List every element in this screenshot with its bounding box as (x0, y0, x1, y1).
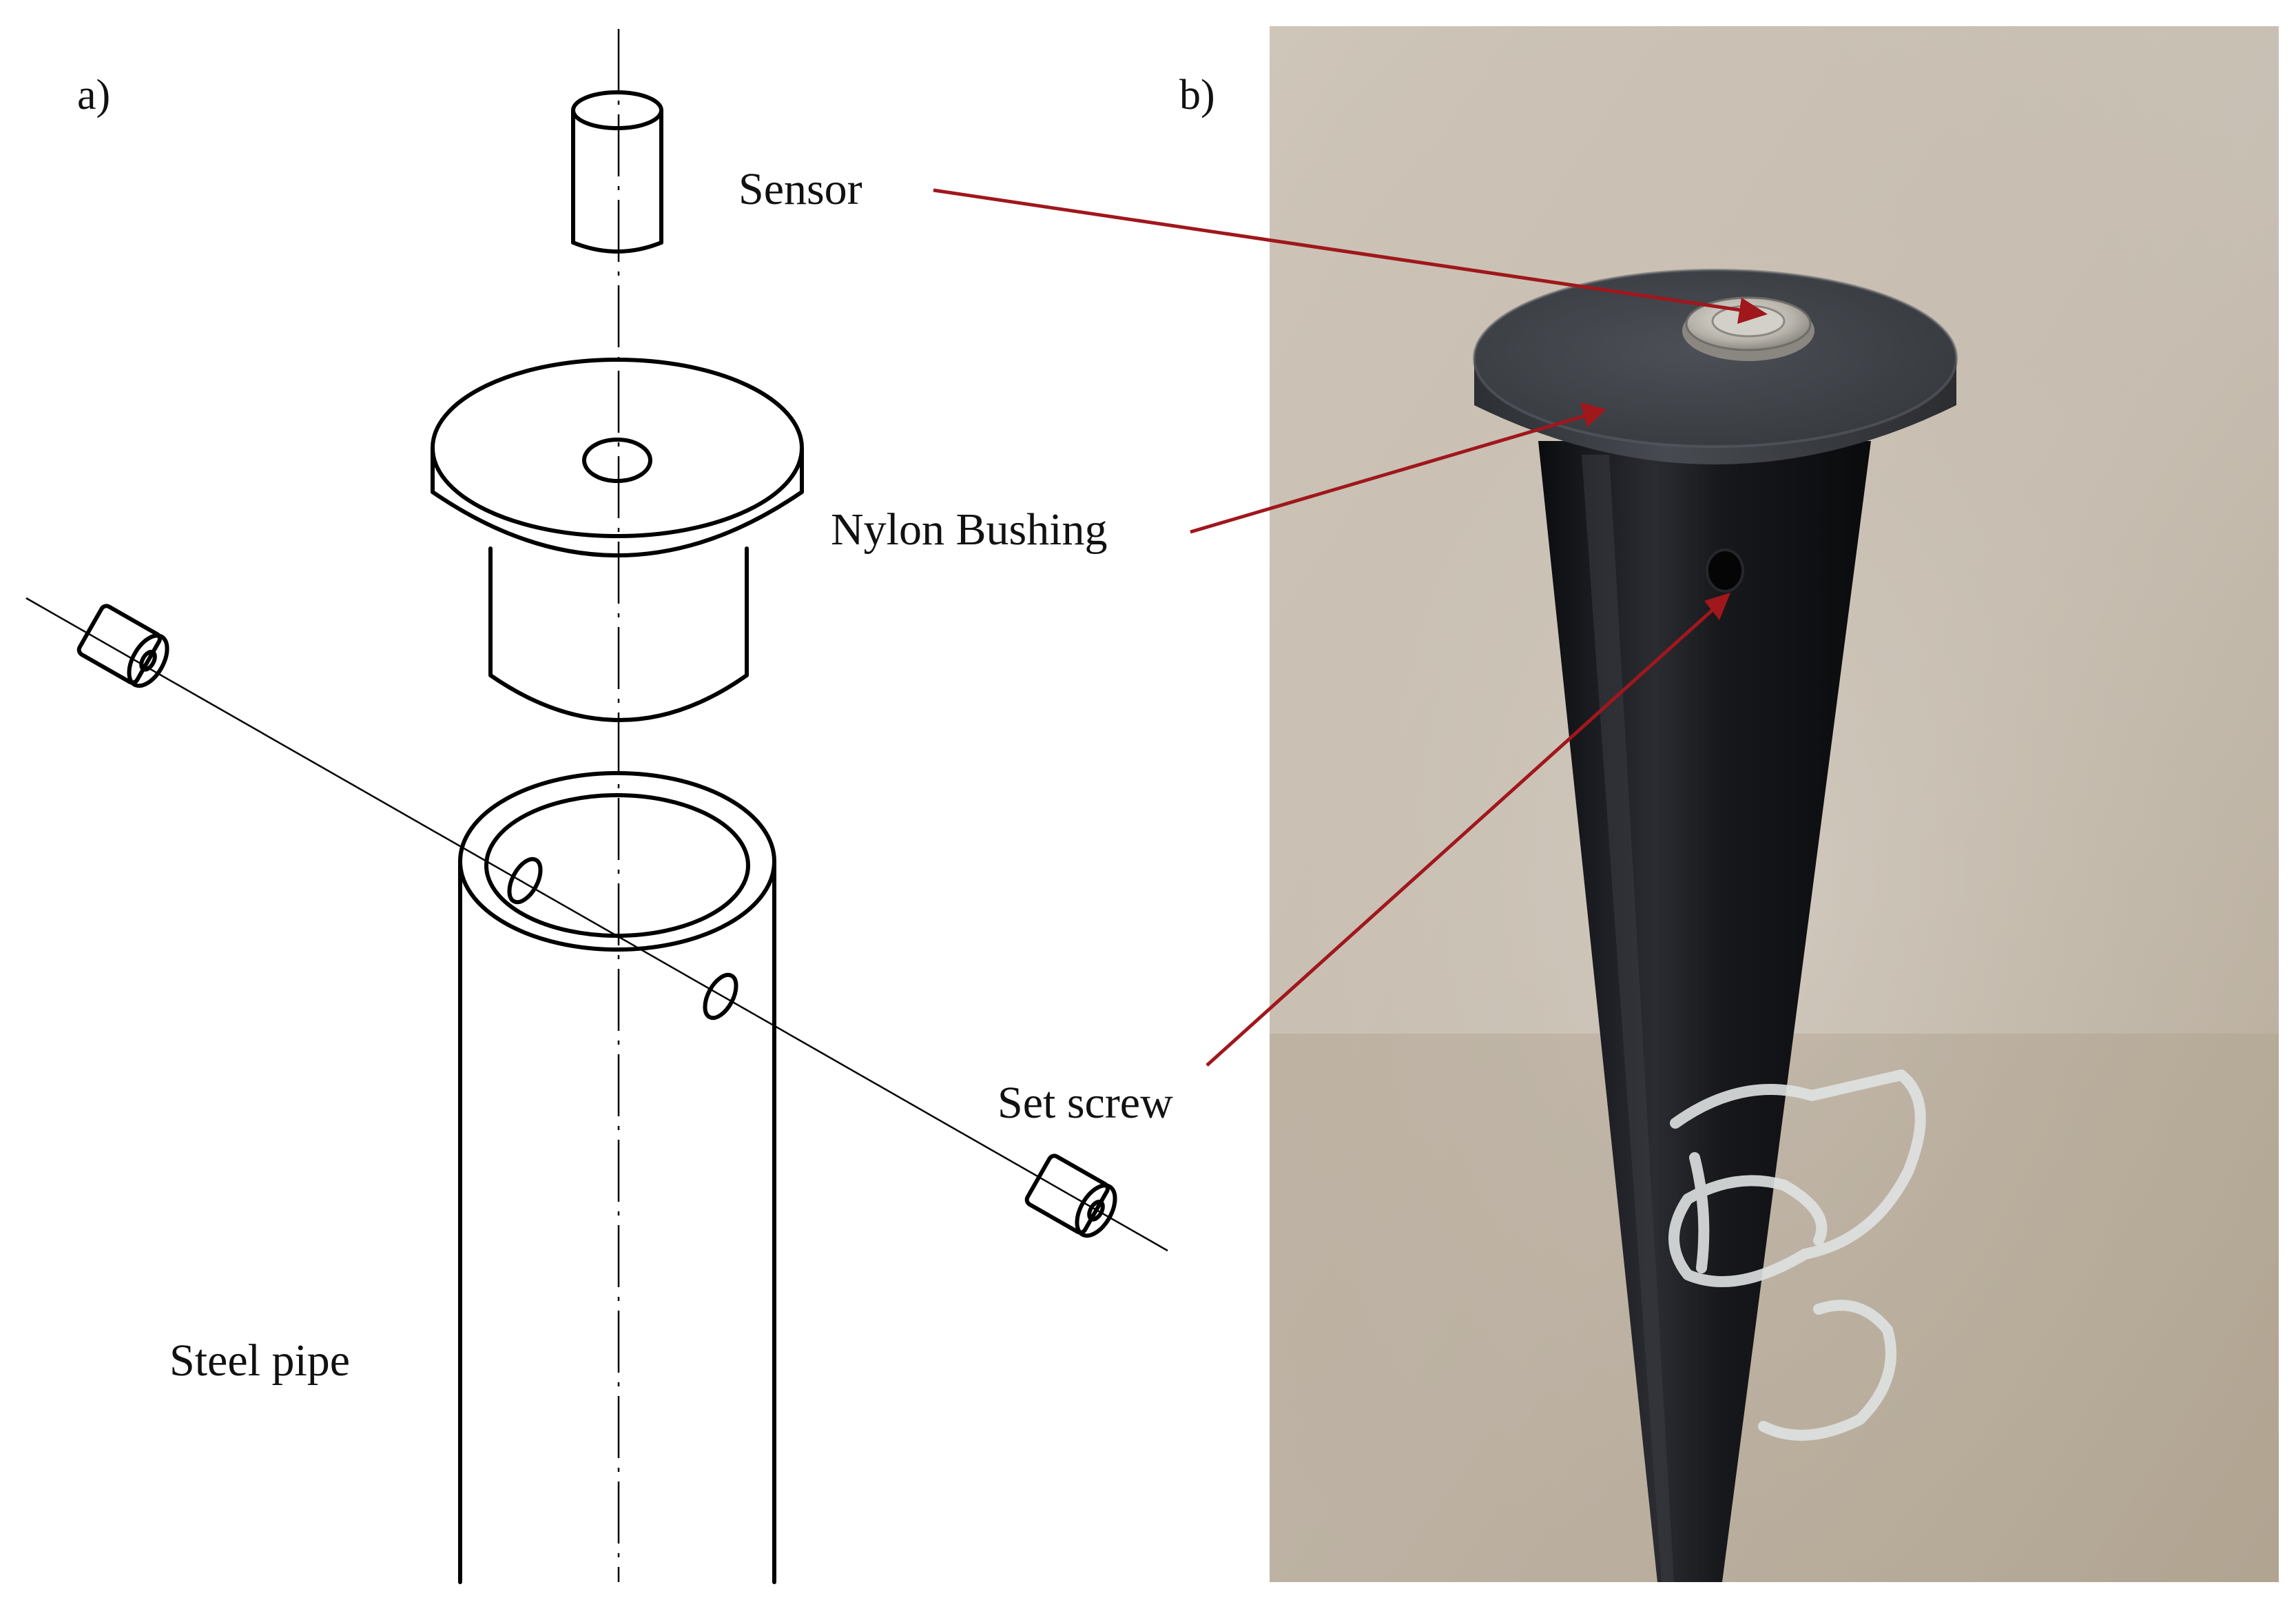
sensor-drawing (571, 90, 663, 254)
sensor-label: Sensor (738, 164, 862, 214)
photo-screw-hole (1706, 548, 1744, 593)
sensor-arrow (933, 188, 1750, 314)
set-screw-arrow (1206, 604, 1719, 1067)
nylon-bushing-arrowhead (1580, 402, 1606, 427)
photo-sensor (1682, 296, 1814, 361)
panel-b: b) (738, 26, 2279, 1582)
set-screw-left-drawing (76, 604, 169, 688)
marker-writing (1668, 1069, 1926, 1441)
nylon-bushing-drawing (431, 358, 804, 722)
nylon-bushing-label: Nylon Bushing (831, 504, 1108, 555)
set-screw-axis (25, 597, 1168, 1252)
screw-hole-left (507, 857, 543, 905)
set-screw-arrowhead (1704, 593, 1730, 620)
panel-a: a) (25, 29, 1168, 1584)
nylon-bushing-arrow (1190, 413, 1589, 534)
set-screw-label: Set screw (997, 1078, 1173, 1128)
panel-b-label: b) (1179, 72, 1215, 119)
screw-hole-right (703, 972, 738, 1021)
panel-a-label: a) (77, 72, 110, 119)
sensor-arrowhead (1737, 298, 1768, 324)
callout-arrows (933, 188, 1768, 1067)
photograph (1270, 26, 2279, 1582)
steel-pipe-drawing (458, 771, 776, 1584)
set-screw-right-drawing (1024, 1154, 1117, 1238)
photo-nylon-bushing (1473, 269, 1958, 464)
steel-pipe-label: Steel pipe (169, 1335, 350, 1386)
